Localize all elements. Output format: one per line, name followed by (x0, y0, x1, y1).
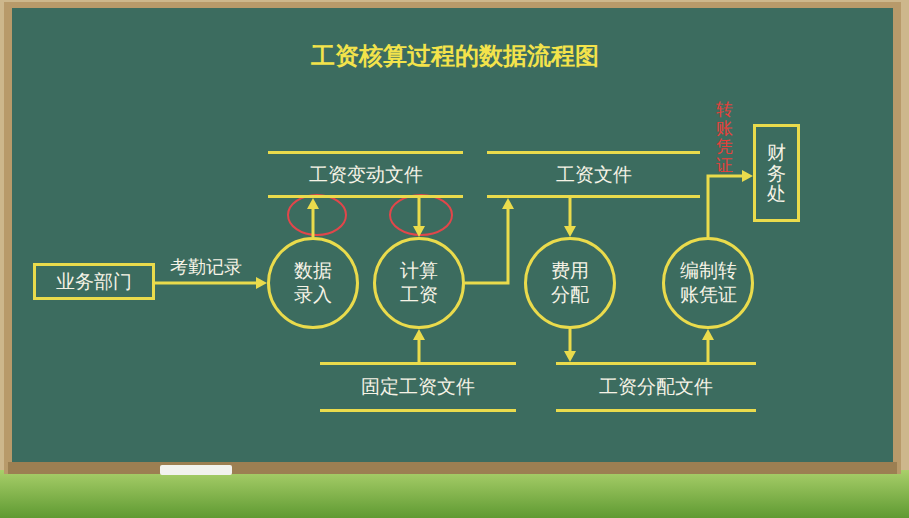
flow-arrow (307, 198, 319, 237)
flow-arrow (702, 329, 714, 362)
node-text-group: 编制转 账凭证 (677, 259, 740, 307)
flow-line (155, 282, 257, 285)
circle-outline-shape (269, 239, 358, 328)
chalk-annotation: 转账凭证 (716, 100, 733, 175)
flow-arrow (413, 198, 425, 237)
flow-line (707, 339, 710, 362)
arrowhead (307, 198, 319, 209)
flow-line (569, 198, 572, 227)
data-store: 工资文件 (487, 151, 700, 198)
chalk-tray (8, 462, 897, 474)
node-label: 工资文件 (556, 163, 632, 187)
node-text-group: 数据 录入 (291, 259, 335, 307)
flow-line (569, 329, 572, 352)
process-circle: 数据 录入 (267, 237, 359, 329)
red-chalk-circle (288, 195, 346, 235)
circle-outline-shape (526, 239, 615, 328)
node-label: 计算 工资 (397, 259, 441, 307)
data-store: 工资分配文件 (556, 362, 756, 412)
circle-outline-shape (375, 239, 464, 328)
flow-arrow (564, 329, 576, 362)
flow-arrow (564, 198, 576, 237)
external-entity-vertical: 财务处 (753, 124, 800, 222)
data-store: 固定工资文件 (320, 362, 516, 412)
board-frame (4, 2, 901, 474)
node-label: 业务部门 (56, 270, 132, 294)
arrowhead (413, 226, 425, 237)
arrowhead (702, 329, 714, 340)
node-text-group: 固定工资文件 (361, 375, 475, 399)
circle-outline-shape (664, 239, 753, 328)
flow-line (312, 208, 315, 237)
node-label: 编制转 账凭证 (677, 259, 740, 307)
flow-label: 考勤记录 (168, 255, 244, 279)
eraser (160, 465, 232, 475)
node-text-group: 计算 工资 (397, 259, 441, 307)
process-circle: 编制转 账凭证 (662, 237, 754, 329)
node-label: 费用 分配 (548, 259, 592, 307)
node-label: 工资变动文件 (309, 163, 423, 187)
node-text-group: 工资文件 (556, 163, 632, 187)
node-text-group: 业务部门 (56, 270, 132, 294)
flow-line (465, 208, 508, 283)
flow-arrow (708, 170, 753, 237)
flow-line (418, 339, 421, 362)
node-label: 数据 录入 (291, 259, 335, 307)
node-label: 财务处 (767, 142, 786, 205)
data-store: 工资变动文件 (268, 151, 463, 198)
flow-line (708, 176, 743, 237)
flow-arrow (413, 329, 425, 362)
node-text-group: 财务处 (767, 142, 786, 205)
flow-line (418, 198, 421, 227)
arrowhead (413, 329, 425, 340)
arrowhead (742, 170, 753, 182)
node-text-group: 费用 分配 (548, 259, 592, 307)
grass-ground (0, 470, 909, 518)
arrowhead (502, 198, 514, 209)
external-entity: 业务部门 (33, 263, 155, 300)
process-circle: 计算 工资 (373, 237, 465, 329)
node-text-group: 工资分配文件 (599, 375, 713, 399)
process-circle: 费用 分配 (524, 237, 616, 329)
node-label: 固定工资文件 (361, 375, 475, 399)
diagram-title: 工资核算过程的数据流程图 (0, 40, 909, 72)
arrowhead (564, 226, 576, 237)
flow-arrow (465, 198, 514, 283)
arrowhead (256, 277, 267, 289)
board-surface (12, 8, 893, 462)
arrowhead (564, 351, 576, 362)
node-label: 工资分配文件 (599, 375, 713, 399)
node-text-group: 工资变动文件 (309, 163, 423, 187)
